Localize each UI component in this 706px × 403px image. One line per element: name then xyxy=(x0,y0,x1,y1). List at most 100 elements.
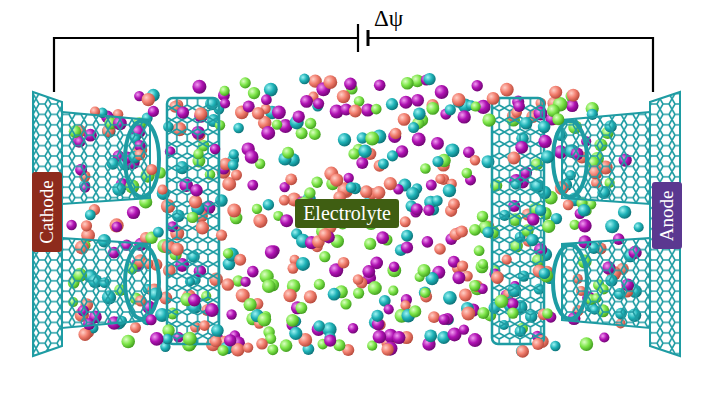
ion-sphere xyxy=(578,204,591,217)
ion-sphere xyxy=(399,96,412,109)
ion-sphere xyxy=(353,288,364,299)
ion-sphere xyxy=(127,206,140,219)
ion-sphere xyxy=(502,255,512,265)
ion-sphere xyxy=(580,337,594,351)
ion-sphere xyxy=(193,149,203,159)
ion-sphere xyxy=(368,281,382,295)
ion-sphere xyxy=(344,173,354,183)
ion-sphere xyxy=(526,234,538,246)
ion-sphere xyxy=(478,259,488,269)
ion-sphere xyxy=(356,157,368,169)
ion-sphere xyxy=(348,323,358,333)
ion-sphere xyxy=(229,149,239,159)
ion-sphere xyxy=(240,77,251,88)
ion-sphere xyxy=(443,291,457,305)
ion-sphere xyxy=(541,150,554,163)
ion-sphere xyxy=(283,289,296,302)
ion-sphere xyxy=(300,95,313,108)
ion-sphere xyxy=(146,164,157,175)
ion-sphere xyxy=(439,314,450,325)
graphene-sheet xyxy=(33,92,62,356)
ion-sphere xyxy=(248,87,260,99)
ion-sphere xyxy=(362,265,375,278)
ion-sphere xyxy=(411,203,423,215)
ion-sphere xyxy=(224,334,236,346)
ion-sphere xyxy=(241,277,251,287)
tube-opening xyxy=(125,121,159,197)
ion-sphere xyxy=(228,160,239,171)
tube-opening xyxy=(125,245,159,319)
battery-plate xyxy=(367,30,370,46)
tube-wall xyxy=(492,98,544,344)
ion-sphere xyxy=(272,119,282,129)
nanotube xyxy=(167,98,544,344)
ion-sphere xyxy=(231,170,242,181)
ion-sphere xyxy=(520,117,533,130)
ion-sphere xyxy=(199,320,210,331)
node-text: Cathode xyxy=(36,180,58,243)
ion-group xyxy=(146,86,565,352)
wire xyxy=(54,38,358,92)
ion-sphere xyxy=(194,107,207,120)
ion-sphere xyxy=(507,152,520,165)
ion-sphere xyxy=(348,148,359,159)
ion-sphere xyxy=(599,332,609,342)
ion-sphere xyxy=(401,230,413,242)
ion-sphere xyxy=(462,168,473,179)
ion-sphere xyxy=(364,238,376,250)
ion-sphere xyxy=(353,274,364,285)
ion-sphere xyxy=(435,174,445,184)
ion-sphere xyxy=(112,222,123,233)
circuit-wire xyxy=(54,24,653,92)
ion-sphere xyxy=(495,295,509,309)
nanotube xyxy=(62,112,159,328)
ion-sphere xyxy=(470,155,480,165)
ion-sphere xyxy=(130,322,141,333)
ion-sphere xyxy=(456,225,468,237)
ion-sphere xyxy=(527,213,539,225)
ion-sphere xyxy=(146,314,157,325)
ion-sphere xyxy=(183,332,197,346)
ion-sphere xyxy=(337,90,350,103)
ion-sphere xyxy=(223,248,233,258)
ion-sphere xyxy=(426,180,437,191)
ion-sphere xyxy=(220,98,230,108)
ion-sphere xyxy=(458,110,471,123)
ion-sphere xyxy=(349,105,362,118)
ion-sphere xyxy=(267,344,278,355)
voltage-label: Δψ xyxy=(374,6,403,32)
ion-sphere xyxy=(374,79,386,91)
ion-sphere xyxy=(459,324,469,334)
ion-sphere xyxy=(289,327,302,340)
ion-sphere xyxy=(296,257,310,271)
ion-sphere xyxy=(344,78,357,91)
ion-sphere xyxy=(408,122,419,133)
ion-sphere xyxy=(406,187,419,200)
electrode-label: Cathode xyxy=(32,172,62,252)
ion-sphere xyxy=(491,271,504,284)
ion-sphere xyxy=(272,106,286,120)
ion-sphere xyxy=(177,107,189,119)
ion-sphere xyxy=(253,214,267,228)
ion-sphere xyxy=(390,128,402,140)
ion-sphere xyxy=(477,211,488,222)
ion-sphere xyxy=(305,118,316,129)
ion-sphere xyxy=(324,335,336,347)
tube-wall xyxy=(62,112,150,204)
ion-sphere xyxy=(261,94,272,105)
ion-group xyxy=(66,73,643,358)
ion-sphere xyxy=(262,279,276,293)
tube-wall xyxy=(562,238,650,328)
ion-sphere xyxy=(188,294,201,307)
ion-sphere xyxy=(401,241,413,253)
ion-sphere xyxy=(457,260,468,271)
ion-sphere xyxy=(299,74,310,85)
ion-sphere xyxy=(422,236,434,248)
ion-sphere xyxy=(507,307,518,318)
ion-sphere xyxy=(157,185,167,195)
ion-sphere xyxy=(314,279,325,290)
ion-sphere xyxy=(428,311,440,323)
battery-plate xyxy=(357,24,359,52)
tube-wall xyxy=(562,112,650,204)
